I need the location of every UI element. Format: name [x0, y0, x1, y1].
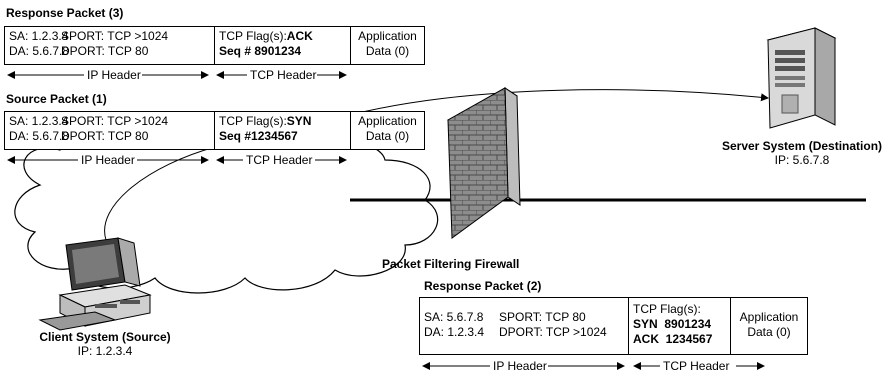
app-data-value: Data (0): [365, 44, 410, 58]
tcp-header-label: TCP Header: [662, 359, 731, 373]
app-data-value: Data (0): [365, 129, 410, 143]
tcp-flag-value: SYN: [286, 114, 312, 128]
source-address: SA: 1.2.3.4: [9, 29, 69, 43]
client-link: [104, 146, 216, 241]
app-data-label: Application: [358, 114, 417, 128]
response-packet-3-title: Response Packet (3): [6, 6, 124, 20]
client-ip: IP: 1.2.3.4: [77, 344, 133, 358]
tcp-flag-label: TCP Flag(s):: [219, 114, 287, 128]
firewall-icon: [447, 87, 521, 239]
client-title: Client System (Source): [39, 330, 171, 344]
application-data-cell: Application Data (0): [351, 112, 424, 149]
server-icon: [766, 27, 837, 129]
syn-value: SYN 8901234: [633, 317, 712, 331]
source-address: SA: 5.6.7.8: [424, 310, 484, 324]
syn-flow-arc: [349, 89, 769, 116]
response-packet-2: SA: 5.6.7.8 SPORT: TCP 80 DA: 1.2.3.4 DPOR…: [419, 297, 808, 355]
ack-value: ACK 1234567: [633, 332, 713, 346]
app-data-label: Application: [739, 310, 799, 324]
sequence-number: Seq # 8901234: [219, 44, 302, 58]
application-data-cell: Application Data (0): [351, 27, 424, 64]
source-port: SPORT: TCP 80: [499, 310, 586, 324]
source-packet-1-title: Source Packet (1): [6, 92, 107, 106]
sequence-number: Seq #1234567: [219, 129, 298, 143]
source-port: SPORT: TCP >1024: [61, 114, 169, 128]
tcp-flag-value: ACK: [286, 29, 313, 43]
client-label: Client System (Source) IP: 1.2.3.4: [20, 330, 190, 358]
tcp-header-label: TCP Header: [249, 68, 318, 82]
app-data-label: Application: [358, 29, 417, 43]
app-data-value: Data (0): [747, 325, 791, 339]
tcp-flag-label: TCP Flag(s):: [219, 29, 287, 43]
ip-header-cell: SA: 5.6.7.8 SPORT: TCP 80 DA: 1.2.3.4 DPOR…: [420, 298, 629, 354]
ip-header-label: IP Header: [492, 359, 548, 373]
tcp-header-label: TCP Header: [245, 153, 314, 167]
destination-address: DA: 5.6.7.8: [9, 44, 70, 58]
source-address: SA: 1.2.3.4: [9, 114, 69, 128]
tcp-header-cell: TCP Flag(s): SYN 8901234 ACK 1234567: [629, 298, 731, 354]
tcp-header-cell: TCP Flag(s):ACK Seq # 8901234: [215, 27, 351, 64]
destination-port: DPORT: TCP 80: [61, 44, 149, 58]
response-packet-2-title: Response Packet (2): [424, 279, 542, 293]
destination-port: DPORT: TCP 80: [61, 129, 149, 143]
source-port: SPORT: TCP >1024: [61, 29, 169, 43]
tcp-header-cell: TCP Flag(s):SYN Seq #1234567: [215, 112, 351, 149]
server-ip: IP: 5.6.7.8: [774, 153, 830, 167]
firewall-label: Packet Filtering Firewall: [382, 257, 520, 271]
destination-port: DPORT: TCP >1024: [499, 325, 607, 339]
server-title: Server System (Destination): [721, 139, 883, 153]
tcp-flag-label: TCP Flag(s):: [633, 302, 701, 316]
ip-header-label: IP Header: [86, 68, 142, 82]
application-data-cell: Application Data (0): [731, 298, 807, 354]
ip-header-label: IP Header: [80, 153, 136, 167]
client-computer-icon: [38, 237, 152, 331]
destination-address: DA: 1.2.3.4: [424, 325, 485, 339]
server-label: Server System (Destination) IP: 5.6.7.8: [710, 139, 894, 167]
destination-address: DA: 5.6.7.8: [9, 129, 70, 143]
